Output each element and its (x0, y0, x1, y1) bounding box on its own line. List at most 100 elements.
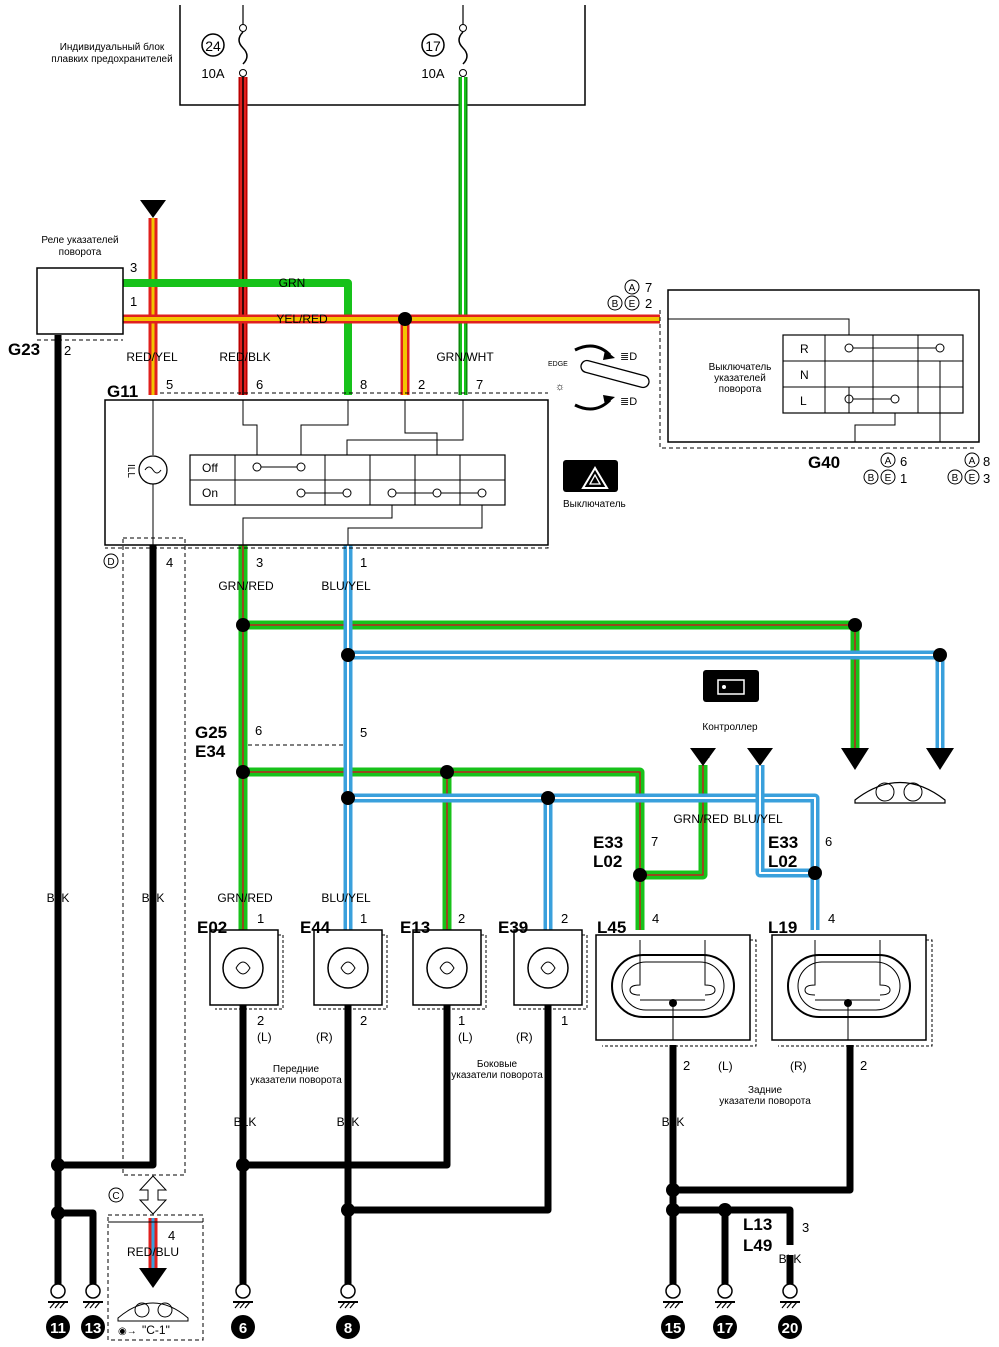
ground-17: 17 (713, 1283, 737, 1339)
stalk-label: EDGE (548, 361, 568, 368)
lamp-e44-code: E44 (300, 918, 331, 937)
turn-row-n: N (800, 368, 809, 382)
turn-right-a-pin: 8 (983, 454, 990, 469)
connector-c-mark: C (112, 1191, 119, 1202)
hazard-row-on: On (202, 486, 218, 500)
controller-label: Контроллер (702, 722, 758, 733)
meter-pin-by: BY (926, 748, 954, 770)
lamp-e02-pin-bot: 2 (257, 1013, 264, 1028)
turn-row-l: L (800, 394, 807, 408)
turn-signal-relay: Реле указателей поворота G23 3 1 2 (8, 235, 137, 359)
turn-top-be-pin: 2 (645, 296, 652, 311)
wire-label-blu-yel: BLU/YEL (321, 579, 371, 593)
fuse-box: Индивидуальный блок плавких предохраните… (51, 5, 586, 106)
lamp-e44: E44 1 2 (R) (300, 911, 388, 1044)
lamp-l19-side: (R) (790, 1059, 807, 1073)
turn-stalk-icon: EDGE ≣D ≣D ☼ (548, 344, 650, 411)
e34-code: E34 (195, 742, 226, 761)
lamp-e13-pin-bot: 1 (458, 1013, 465, 1028)
caption-rear-2: указатели поворота (719, 1096, 811, 1107)
hazard-pin-4: 4 (166, 555, 173, 570)
hazard-pin-6: 6 (256, 377, 263, 392)
e33-right-code-1: E33 (768, 833, 798, 852)
lamp-e02: E02 1 2 (L) (197, 911, 284, 1044)
fuse-24-rating: 10A (201, 66, 224, 81)
fuse-24: 24 10A (201, 5, 248, 81)
meter-pin-ry-label: RY (147, 202, 159, 212)
meter-note-icon: ◉→ (118, 1326, 137, 1337)
ground-number: 17 (717, 1320, 734, 1337)
lamp-l45-side: (L) (718, 1059, 733, 1073)
meter-pin-gr: GR (841, 748, 869, 770)
g25-pin-6: 6 (255, 723, 262, 738)
mark-a-top: A (629, 283, 636, 294)
junctions (51, 312, 947, 1220)
relay-pin-3: 3 (130, 260, 137, 275)
meter-pin-by-label: BY (934, 751, 947, 761)
caption-front-1: Передние (273, 1064, 320, 1075)
mark-b-top: B (612, 299, 619, 310)
lamp-e39-side: (R) (516, 1030, 533, 1044)
svg-text:≣D: ≣D (620, 351, 637, 363)
fuse-box-title-2: плавких предохранителей (51, 54, 172, 65)
turn-switch-code: G40 (808, 453, 840, 472)
mark-b-left: B (868, 473, 875, 484)
connector-c-pin: 4 (168, 1228, 175, 1243)
e33-right-code-2: L02 (768, 852, 797, 871)
mark-e-top: E (629, 299, 636, 310)
meter-pin-ry: RY (140, 200, 166, 218)
wire-label-red-blu: RED/BLU (127, 1245, 179, 1259)
fuse-box-title-1: Индивидуальный блок (60, 41, 165, 53)
g25-code: G25 (195, 723, 227, 742)
wire-label-lamp-blu-yel: BLU/YEL (321, 891, 371, 905)
connector-e33-left: E33 L02 7 (593, 833, 658, 871)
lamp-e13-side: (L) (458, 1030, 473, 1044)
mark-b-right: B (952, 473, 959, 484)
ground-11: 11 (46, 1283, 70, 1339)
mark-a-left: A (885, 456, 892, 467)
turn-switch-title-2: указателей (714, 373, 766, 384)
controller-pin-gr: GR (690, 748, 716, 766)
lamp-e44-side: (R) (316, 1030, 333, 1044)
ground-number: 15 (665, 1320, 682, 1337)
l13-pin: 3 (802, 1220, 809, 1235)
connector-d: D (103, 537, 186, 1176)
wire-label-ctrl-grn-red: GRN/RED (673, 812, 729, 826)
hazard-pin-5: 5 (166, 377, 173, 392)
caption-side-1: Боковые (477, 1059, 518, 1070)
wire-label-blk-3: BLK (234, 1115, 257, 1129)
caption-side-2: указатели поворота (451, 1070, 543, 1081)
lamp-l19-code: L19 (768, 918, 797, 937)
connector-l13-l49: L13 L49 3 (743, 1215, 809, 1255)
relay-code: G23 (8, 340, 40, 359)
lamp-e13-code: E13 (400, 918, 430, 937)
hazard-pin-2: 2 (418, 377, 425, 392)
hazard-caption: Выключатель (563, 499, 626, 510)
wire-label-red-blk: RED/BLK (219, 350, 270, 364)
fuse-17-rating: 10A (421, 66, 444, 81)
wire-label-grn-red: GRN/RED (218, 579, 274, 593)
ground-number: 13 (85, 1320, 102, 1337)
lamp-e44-pin-bot: 2 (360, 1013, 367, 1028)
relay-title-1: Реле указателей (41, 235, 118, 246)
turn-top-a-pin: 7 (645, 280, 652, 295)
meter-pin-rb-label: RB (147, 1270, 160, 1280)
hazard-pin-8: 8 (360, 377, 367, 392)
lamp-l45: L45 4 2 (L) (595, 911, 757, 1073)
relay-title-2: поворота (59, 247, 102, 258)
lamp-e39-code: E39 (498, 918, 528, 937)
lamp-e44-pin-top: 1 (360, 911, 367, 926)
turn-left-be-pin: 1 (900, 471, 907, 486)
ground-20: 20 (778, 1283, 802, 1339)
mark-a-right: A (969, 456, 976, 467)
turn-left-a-pin: 6 (900, 454, 907, 469)
wire-label-yel-red: YEL/RED (276, 312, 328, 326)
ground-number: 11 (50, 1320, 66, 1337)
lamp-l19: L19 4 2 (R) (768, 911, 933, 1073)
connector-marks: A 7 B E 2 A 6 B E 1 A 8 B E 3 (607, 279, 990, 486)
wire-label-blk-2: BLK (142, 891, 165, 905)
fuse-17: 17 10A (421, 5, 468, 81)
lamp-e39: E39 2 1 (R) (498, 911, 588, 1044)
mark-e-left: E (885, 473, 892, 484)
